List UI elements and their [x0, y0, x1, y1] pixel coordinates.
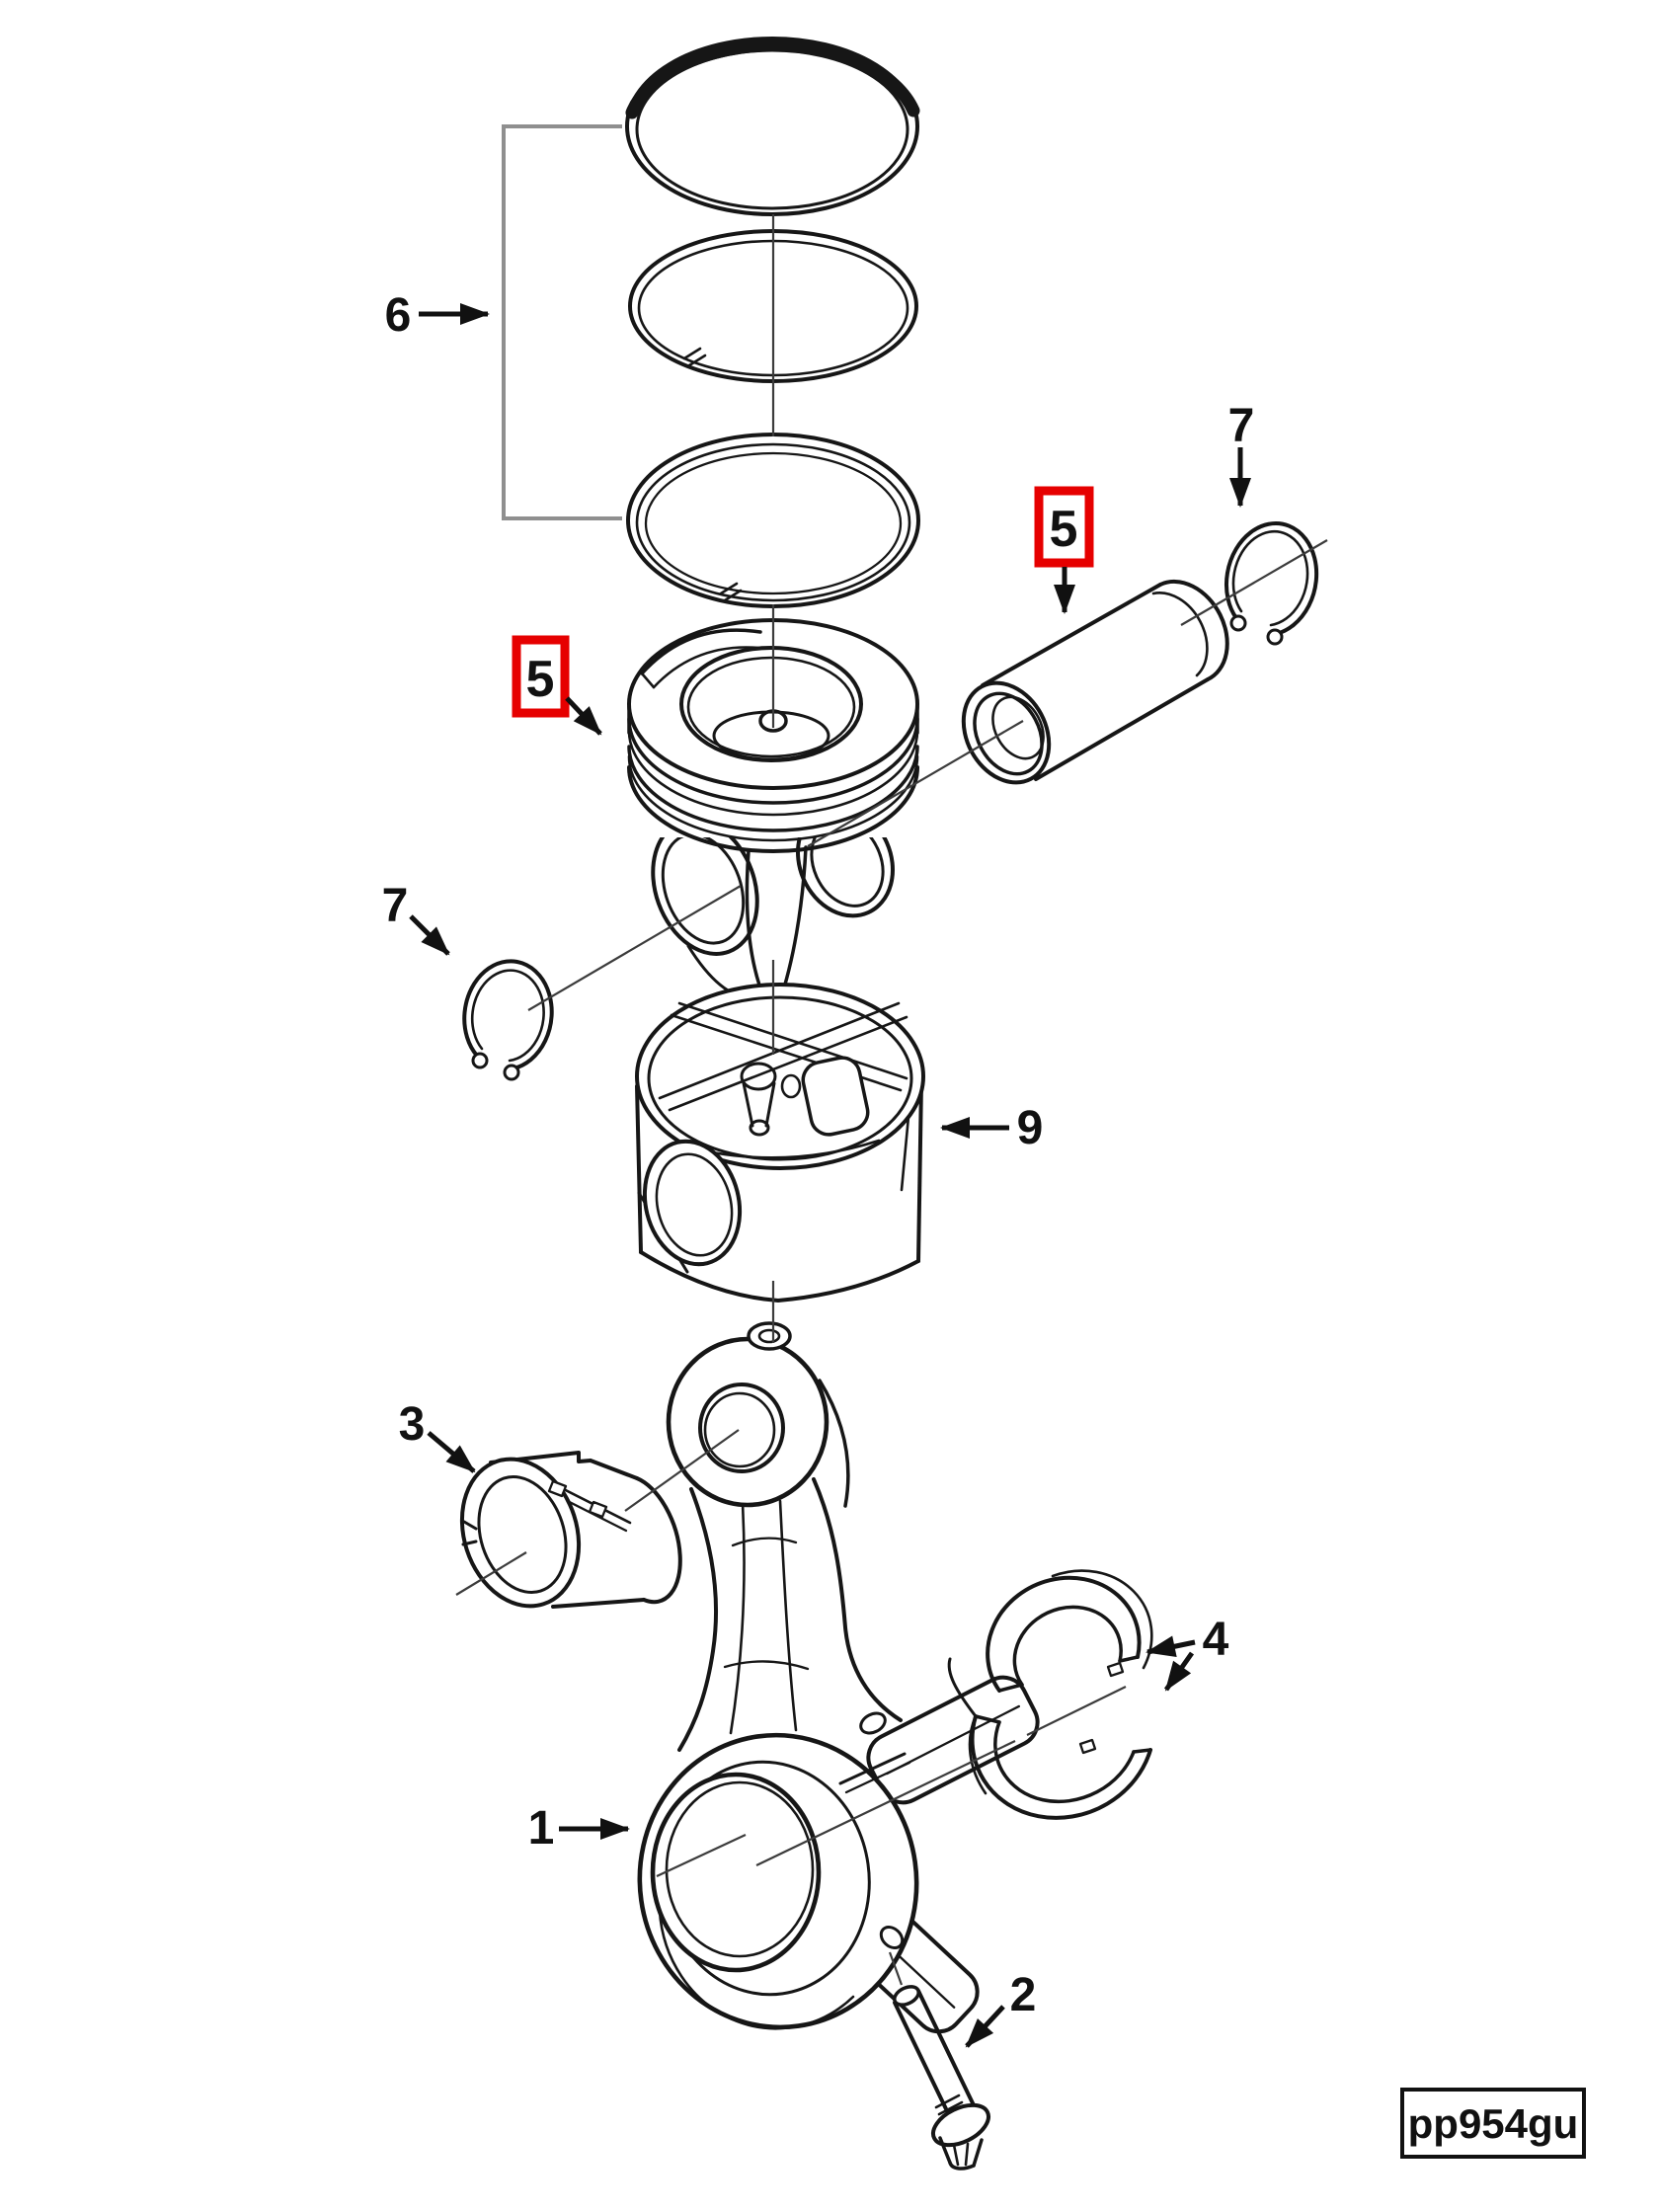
callout-5-crown-label: 5 [526, 651, 555, 708]
callout-piston-skirt: 9 [940, 1102, 1044, 1154]
callout-rod-bolt: 2 [965, 1969, 1037, 2048]
callout-5-pin-label: 5 [1050, 501, 1078, 558]
callout-connecting-rod: 1 [528, 1802, 630, 1855]
part-code-box: pp954gu [1400, 2088, 1586, 2159]
bolt-hex-head [938, 2136, 984, 2171]
bearing-shell-upper [986, 1569, 1153, 1693]
callout-ring-set: 6 [385, 289, 490, 342]
callout-crank-bearing: 4 [1146, 1614, 1229, 1692]
rod-bolt [893, 1985, 990, 2171]
callout-7-left-arrow [409, 914, 450, 956]
rod-big-end [637, 1711, 919, 2030]
callout-piston-crown: 5 [512, 635, 602, 736]
retaining-ring-right [1224, 521, 1319, 646]
cap-bolt-hole-lower [879, 1925, 905, 1950]
connecting-rod [637, 1321, 1040, 2034]
bolt-top-face [893, 1985, 920, 2007]
callout-piston-pin: 5 [1034, 486, 1094, 614]
callout-retaining-ring-right: 7 [1228, 400, 1255, 508]
crown-ring-grooves [627, 704, 919, 853]
compression-ring-top [625, 37, 920, 216]
pin-end-face [961, 680, 1052, 785]
highlight-box-crown [512, 635, 570, 718]
crank-bearing-shells [947, 1569, 1153, 1820]
highlight-box-pin [1034, 486, 1094, 568]
callout-7-right-label: 7 [1228, 400, 1255, 452]
callout-3-arrow [427, 1431, 476, 1473]
piston-pin [961, 579, 1229, 785]
centerlines [455, 214, 1328, 1986]
bushing-face [459, 1457, 582, 1609]
bearing-shell-lower [947, 1657, 1152, 1820]
retaining-ring-left [462, 959, 554, 1081]
part-code-frame [1400, 2088, 1586, 2159]
callout-1-label: 1 [528, 1802, 555, 1855]
bolt-flange [931, 2102, 990, 2148]
callout-6-label: 6 [385, 289, 412, 342]
callout-pin-bushing: 3 [399, 1398, 476, 1473]
cap-bolt-hole-upper [859, 1711, 887, 1735]
callout-4-arrow-upper [1146, 1635, 1196, 1658]
callout-3-label: 3 [399, 1398, 426, 1451]
skirt-pin-bore [642, 1139, 743, 1267]
callout-4-label: 4 [1203, 1614, 1229, 1666]
callout-retaining-ring-left: 7 [382, 880, 450, 956]
part-code-text: pp954gu [1408, 2100, 1579, 2147]
rod-small-end [666, 1321, 830, 1508]
callout-2-arrow [965, 2005, 1005, 2048]
pin-bushing [459, 1451, 682, 1609]
oil-ring [626, 433, 920, 608]
callout-2-label: 2 [1010, 1969, 1037, 2021]
ring-set-bracket [502, 124, 622, 520]
rod-beam [677, 1379, 903, 1752]
callout-9-label: 9 [1017, 1102, 1044, 1154]
callout-4-arrow-lower [1163, 1651, 1195, 1692]
skirt-inner-ribs [658, 1001, 908, 1159]
piston-skirt [635, 983, 925, 1303]
callout-5-crown-arrow [565, 696, 602, 736]
crown-pin-boss-left [651, 837, 759, 956]
callout-7-left-label: 7 [382, 880, 409, 932]
